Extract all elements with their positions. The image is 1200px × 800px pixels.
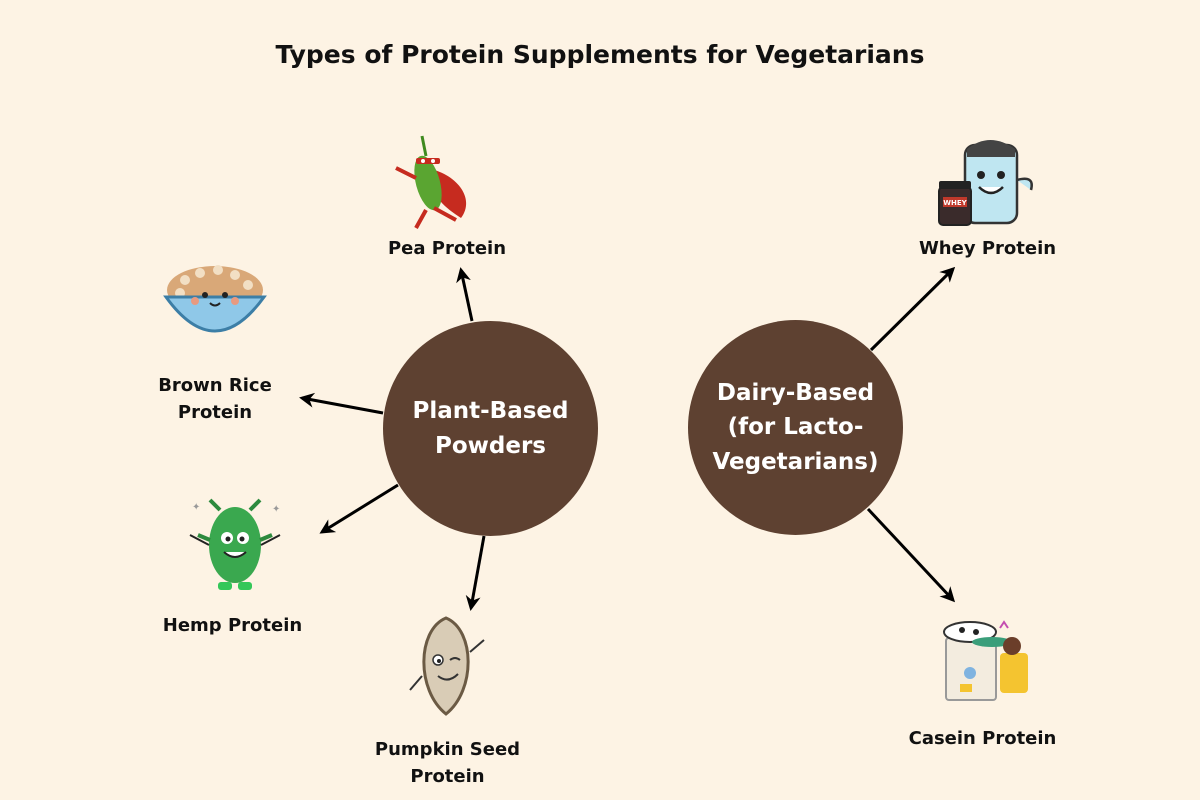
arrow-to-casein bbox=[866, 507, 956, 603]
hub-plant-line: Plant-Based bbox=[412, 398, 569, 424]
item-hemp-protein: Hemp Protein bbox=[162, 615, 303, 636]
item-brown-rice-protein: Brown Rice Protein bbox=[140, 372, 290, 426]
item-pea-protein: Pea Protein bbox=[387, 238, 507, 259]
arrow-to-brown-rice bbox=[299, 392, 384, 415]
item-brown-rice-line: Protein bbox=[177, 402, 253, 423]
hub-dairy-line: Dairy-Based bbox=[716, 379, 875, 406]
hub-dairy-line: Vegetarians) bbox=[712, 448, 879, 475]
item-whey-protein: Whey Protein bbox=[918, 238, 1057, 259]
item-pumpkin-line: Pumpkin Seed bbox=[374, 739, 521, 760]
rice-bowl-icon bbox=[163, 265, 267, 333]
svg-text:✦: ✦ bbox=[192, 502, 200, 513]
casein-dairy-icon bbox=[943, 620, 1028, 701]
pumpkin-seed-icon bbox=[409, 616, 485, 716]
pea-superhero-icon bbox=[395, 135, 467, 229]
arrow-to-hemp bbox=[319, 483, 399, 534]
diagram-title: Types of Protein Supplements for Vegetar… bbox=[275, 40, 925, 69]
hub-dairy-based: Dairy-Based (for Lacto- Vegetarians) bbox=[688, 320, 903, 535]
item-brown-rice-line: Brown Rice bbox=[158, 375, 272, 396]
arrow-to-whey bbox=[869, 266, 956, 352]
arrow-to-pumpkin bbox=[465, 535, 486, 611]
hub-dairy-line: (for Lacto- bbox=[727, 414, 864, 441]
hub-plant-line: Powders bbox=[434, 432, 546, 459]
item-casein-protein: Casein Protein bbox=[908, 728, 1057, 749]
hemp-character-icon: ✦✦ bbox=[189, 498, 281, 590]
svg-text:✦: ✦ bbox=[272, 504, 280, 515]
whey-shaker-icon: WHEY bbox=[938, 140, 1033, 226]
arrow-to-pea bbox=[456, 267, 474, 322]
whey-tub-label: WHEY bbox=[943, 199, 967, 207]
item-pumpkin-line: Protein bbox=[410, 766, 485, 787]
hub-plant-based: Plant-Based Powders bbox=[383, 321, 598, 536]
item-pumpkin-seed-protein: Pumpkin Seed Protein bbox=[365, 736, 530, 790]
